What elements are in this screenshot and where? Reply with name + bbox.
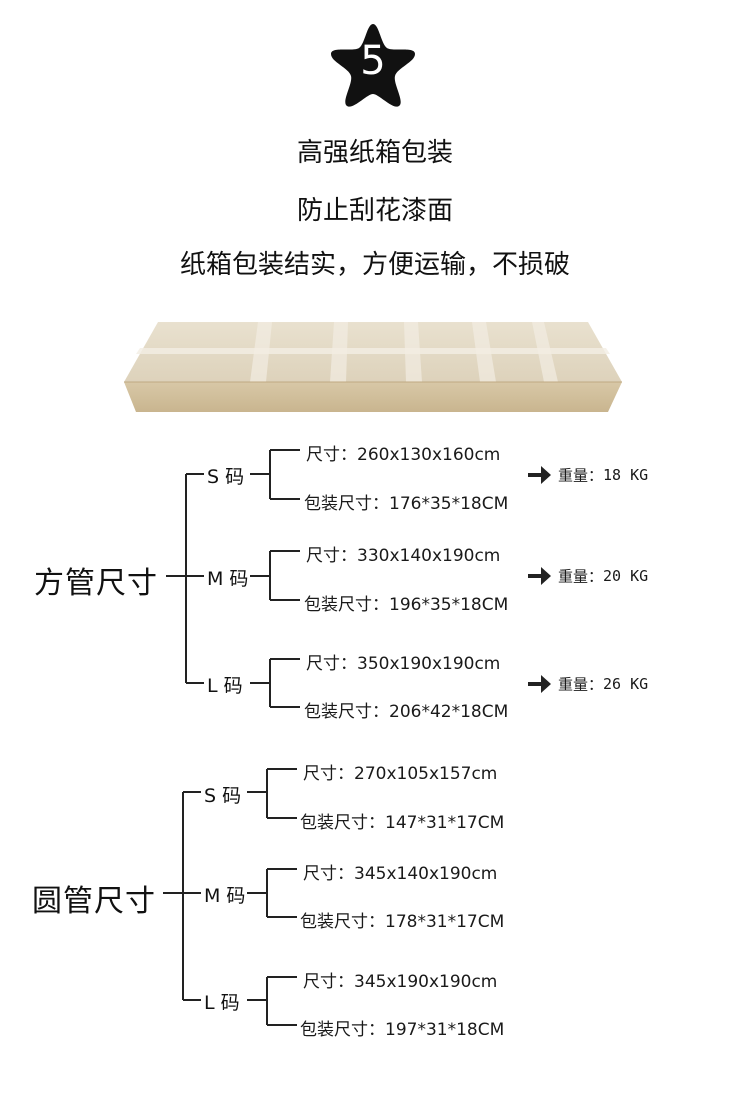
square-size-m-label: M 码 [207,568,249,590]
round-size-m-package: 包装尺寸：178*31*17CM [300,912,505,932]
square-size-l-package: 包装尺寸：206*42*18CM [304,702,509,722]
weight-label: 重量： [558,675,604,694]
round-size-s-package: 包装尺寸：147*31*17CM [300,813,505,833]
headline-1: 高强纸箱包装 [296,138,453,168]
round-size-m-label: M 码 [204,885,246,907]
round-size-l-dimension: 尺寸：345x190x190cm [303,972,498,992]
square-size-s-package: 包装尺寸：176*35*18CM [304,494,509,514]
star-icon [331,24,415,107]
round-size-m-dimension: 尺寸：345x140x190cm [303,864,498,884]
headline-2: 防止刮花漆面 [296,196,453,226]
carton-box-image [120,318,625,418]
weight-value: 18 KG [603,466,649,484]
square-size-s-weight: 重量：18 KG [526,464,648,486]
weight-value: 26 KG [603,675,649,693]
round-size-s-label: S 码 [204,785,242,807]
step-badge: 5 [329,22,417,108]
weight-label: 重量： [558,466,604,485]
round-size-l-package: 包装尺寸：197*31*18CM [300,1020,505,1040]
square-pipe-title: 方管尺寸 [34,566,158,601]
square-size-l-weight: 重量：26 KG [526,673,648,695]
square-size-s-label: S 码 [207,466,245,488]
arrow-right-icon [526,464,552,486]
square-size-l-label: L 码 [207,675,243,697]
round-size-l-label: L 码 [204,992,240,1014]
square-size-s-dimension: 尺寸：260x130x160cm [306,445,501,465]
headline-3: 纸箱包装结实，方便运输，不损破 [179,250,570,280]
arrow-right-icon [526,565,552,587]
round-pipe-title: 圆管尺寸 [32,884,156,919]
square-size-m-dimension: 尺寸：330x140x190cm [306,546,501,566]
weight-value: 20 KG [603,567,649,585]
arrow-right-icon [526,673,552,695]
badge-number: 5 [360,38,386,84]
square-size-m-weight: 重量：20 KG [526,565,648,587]
weight-label: 重量： [558,567,604,586]
square-size-m-package: 包装尺寸：196*35*18CM [304,595,509,615]
round-size-s-dimension: 尺寸：270x105x157cm [303,764,498,784]
square-size-l-dimension: 尺寸：350x190x190cm [306,654,501,674]
